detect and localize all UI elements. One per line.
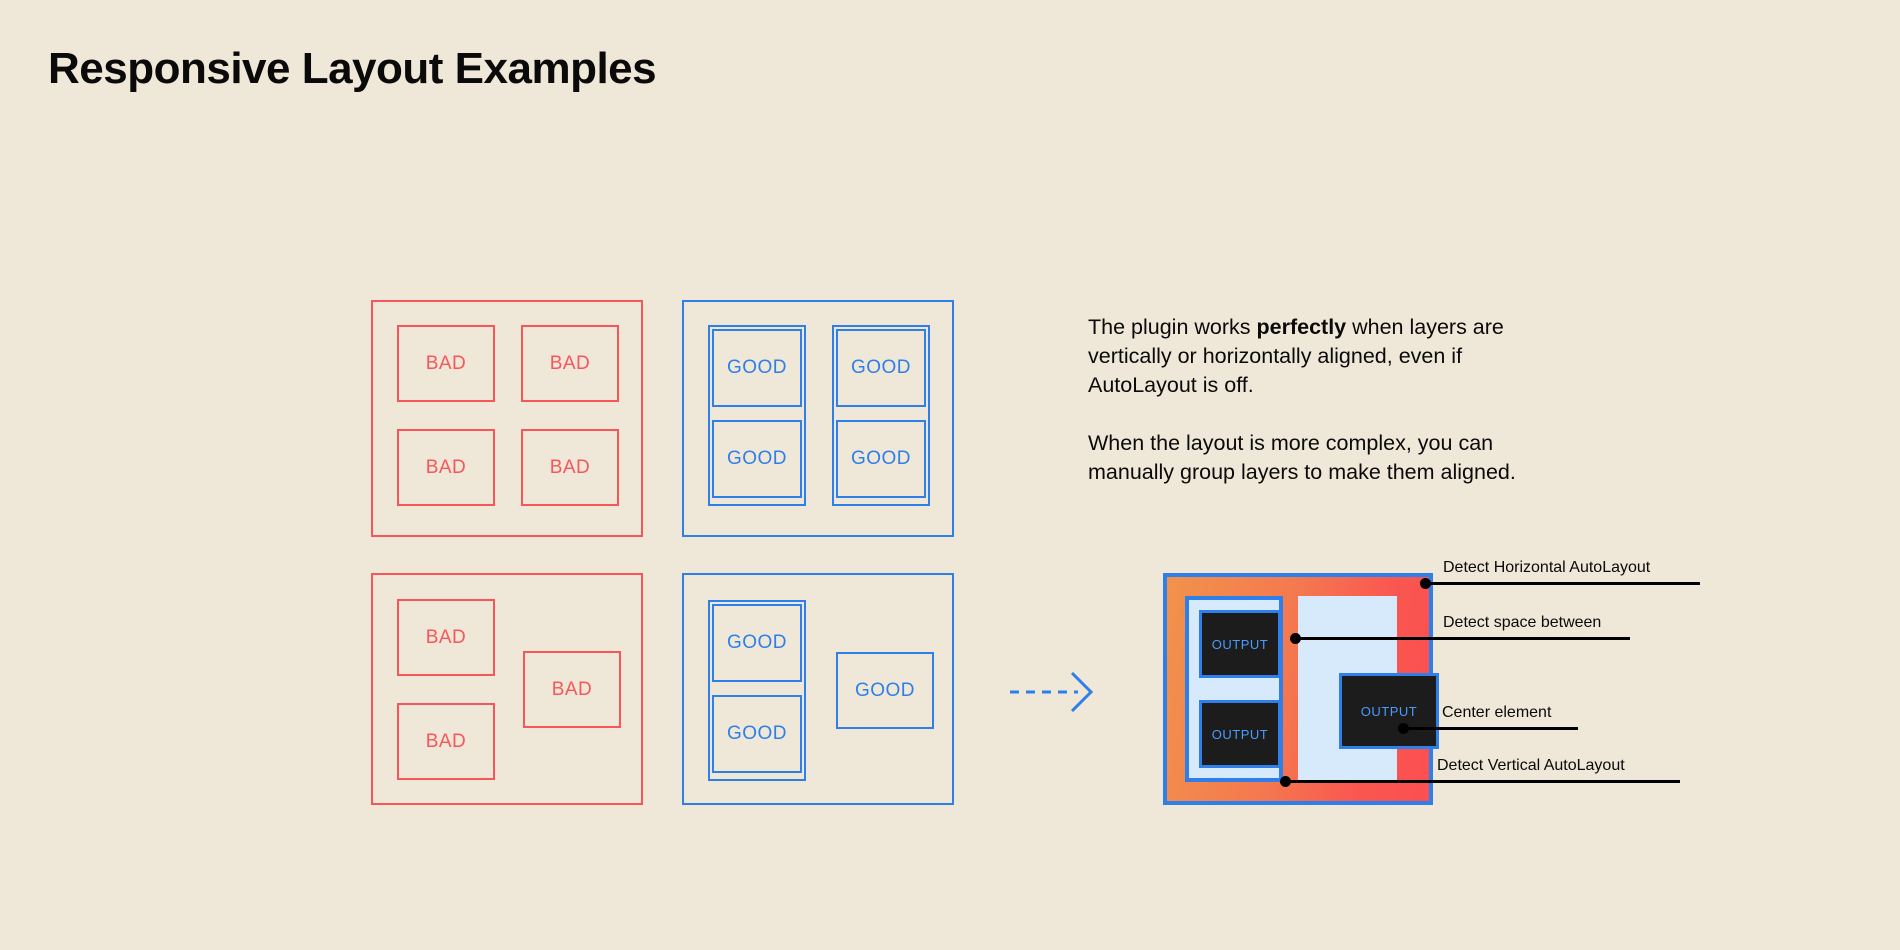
description-p1-after: when layers are vertically or horizontal… <box>1088 315 1504 397</box>
bad-box: BAD <box>397 599 495 676</box>
annotated-layout-figure: OUTPUT OUTPUT OUTPUT <box>1163 573 1439 805</box>
bad-box: BAD <box>523 651 621 728</box>
example-panel-good-grouped: GOOD GOOD GOOD <box>682 573 954 805</box>
example-panel-bad-grid: BAD BAD BAD BAD <box>371 300 643 537</box>
good-box: GOOD <box>712 420 802 498</box>
bad-box: BAD <box>397 325 495 402</box>
callout-label: Detect space between <box>1443 614 1602 631</box>
callout-label: Center element <box>1442 704 1552 721</box>
good-group-frame <box>708 325 806 506</box>
description-text: The plugin works perfectly when layers a… <box>1088 313 1558 487</box>
bad-box: BAD <box>397 703 495 780</box>
good-box: GOOD <box>712 604 802 682</box>
figure-left-group: OUTPUT OUTPUT <box>1185 596 1283 782</box>
callout-leader-line <box>1295 637 1630 640</box>
page-title: Responsive Layout Examples <box>48 44 657 93</box>
callout-leader-line <box>1403 727 1578 730</box>
good-box: GOOD <box>836 652 934 729</box>
callout-leader-line <box>1425 582 1700 585</box>
callout-label: Detect Horizontal AutoLayout <box>1443 559 1651 576</box>
output-chip: OUTPUT <box>1199 610 1281 678</box>
output-chip: OUTPUT <box>1199 700 1281 768</box>
dashed-arrow-right-icon <box>1010 671 1100 713</box>
description-p1-before: The plugin works <box>1088 315 1257 339</box>
example-panel-bad-misaligned: BAD BAD BAD <box>371 573 643 805</box>
output-chip: OUTPUT <box>1339 673 1439 749</box>
bad-box: BAD <box>521 429 619 506</box>
good-box: GOOD <box>712 695 802 773</box>
good-box: GOOD <box>712 329 802 407</box>
example-panel-good-grid: GOOD GOOD GOOD GOOD <box>682 300 954 537</box>
bad-box: BAD <box>521 325 619 402</box>
good-box: GOOD <box>836 420 926 498</box>
callout-label: Detect Vertical AutoLayout <box>1437 757 1625 774</box>
good-group-frame <box>708 600 806 781</box>
good-box: GOOD <box>836 329 926 407</box>
description-paragraph-2: When the layout is more complex, you can… <box>1088 431 1516 484</box>
bad-box: BAD <box>397 429 495 506</box>
description-paragraph-1: The plugin works perfectly when layers a… <box>1088 313 1558 400</box>
callout-leader-line <box>1285 780 1680 783</box>
description-p1-bold: perfectly <box>1256 315 1347 339</box>
good-group-frame <box>832 325 930 506</box>
